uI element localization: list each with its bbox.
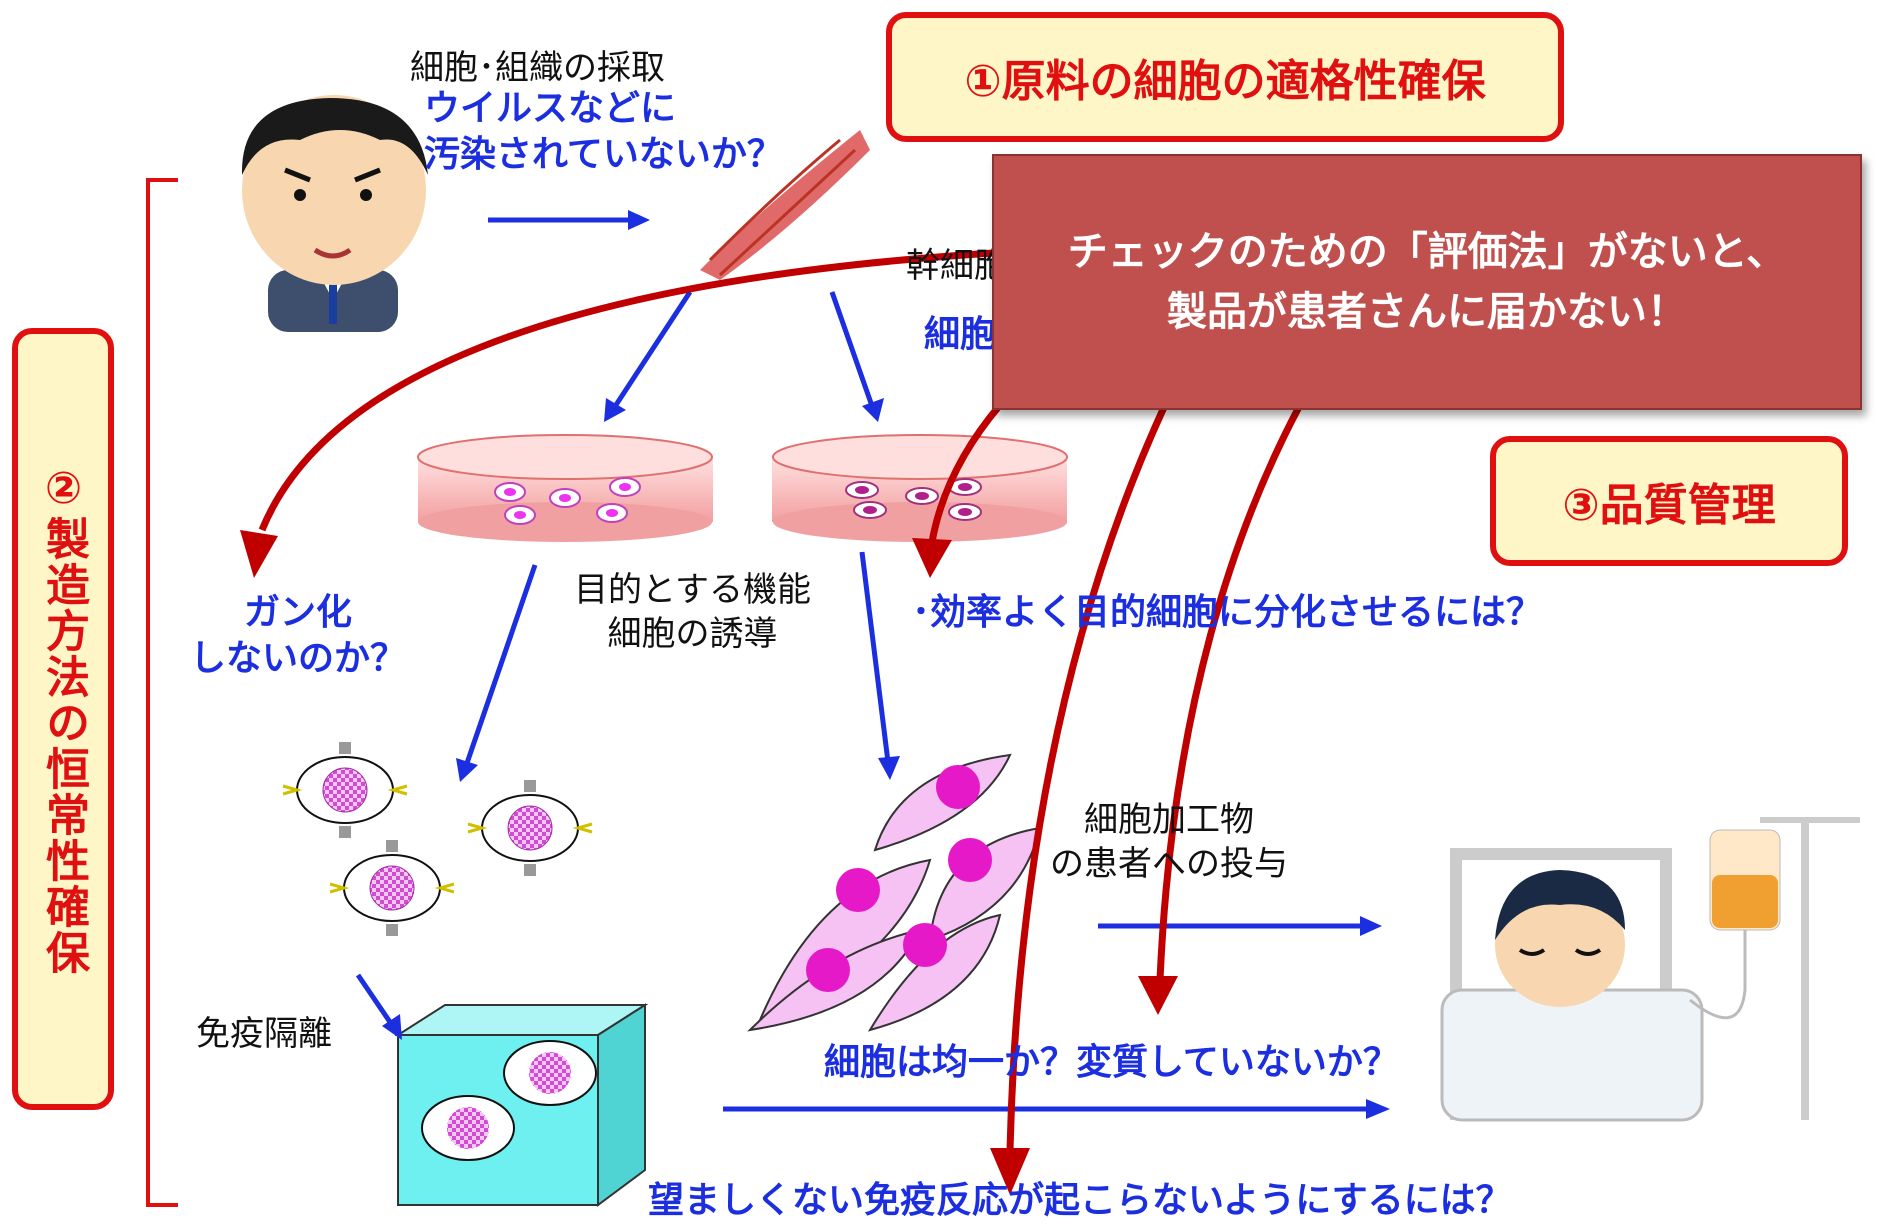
arrowhead-red (990, 1148, 1030, 1195)
differentiated-cells (747, 753, 1042, 1032)
manufacturing-box: ②製造方法の恒常性確保 (12, 328, 114, 1110)
immune-cell (329, 840, 455, 936)
arrow-blue (456, 564, 538, 782)
quality-label: ③品質管理 (1562, 480, 1776, 531)
evaluation-banner: チェックのための「評価法」がないと、 製品が患者さんに届かない！ (992, 154, 1862, 410)
arrow-blue (829, 291, 884, 422)
arrow-blue (723, 1099, 1390, 1119)
immune-isolation-cube (394, 1003, 649, 1207)
cancer-question: ガン化 しないのか？ (190, 592, 407, 679)
arrowhead-red (1138, 976, 1178, 1015)
doctor-illustration (241, 95, 428, 332)
cell-label: 細胞 (924, 314, 997, 355)
collection-label: 細胞･組織の採取 (410, 48, 665, 88)
arrow-red (1156, 403, 1304, 981)
arrow-red (258, 248, 1011, 532)
stem-cell-label: 幹細胞 (906, 246, 1008, 286)
petri-dish-left (417, 434, 713, 542)
virus-question: ウイルスなどに 汚染されていないか？ (424, 88, 783, 175)
uniform-question: 細胞は均一か？変質していないか？ (824, 1042, 1399, 1083)
arrowhead-red (240, 530, 278, 578)
processed-label: 細胞加工物 の患者への投与 (1050, 800, 1288, 884)
banner-text: チェックのための「評価法」がないと、 製品が患者さんに届かない！ (1067, 229, 1787, 335)
induction-label: 目的とする機能 細胞の誘導 (574, 570, 811, 654)
arrow-blue (1098, 916, 1382, 936)
raw-material-label: ①原料の細胞の適格性確保 (964, 56, 1486, 107)
raw-material-box: ①原料の細胞の適格性確保 (886, 12, 1564, 142)
arrow-red (928, 402, 1003, 543)
arrow-blue (355, 973, 402, 1040)
immune-cell (282, 742, 408, 838)
manufacturing-label: ②製造方法の恒常性確保 (38, 462, 89, 976)
isolation-label: 免疫隔離 (196, 1014, 332, 1054)
arrow-blue (859, 551, 900, 780)
quality-box: ③品質管理 (1490, 436, 1848, 566)
immune-cell (467, 780, 593, 876)
arrow-blue (604, 290, 693, 422)
arrow-red (1006, 403, 1169, 1153)
patient-illustration (1440, 817, 1860, 1122)
petri-dish-right (772, 434, 1068, 542)
efficiency-question: ･効率よく目的細胞に分化させるには？ (912, 592, 1543, 633)
arrowhead-red (912, 538, 952, 578)
bracket (146, 178, 178, 1207)
tissue-illustration (700, 130, 870, 280)
arrow-blue (488, 210, 650, 230)
immune-question: 望ましくない免疫反応が起こらないようにするには？ (648, 1180, 1512, 1221)
